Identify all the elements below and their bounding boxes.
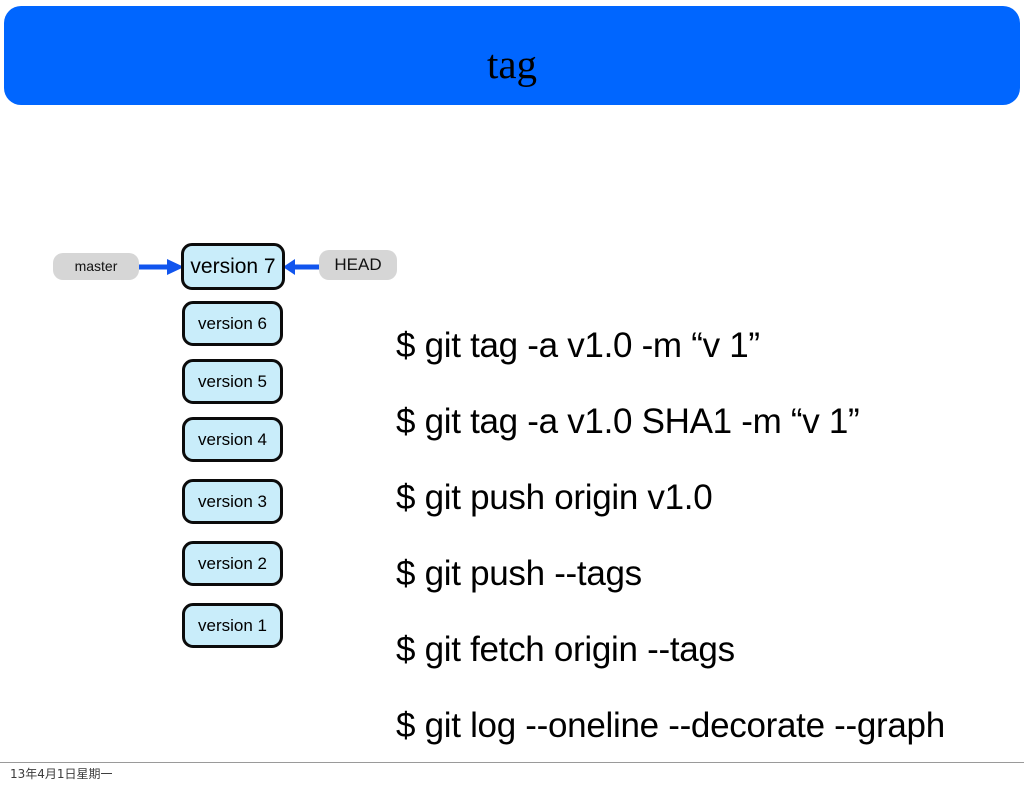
arrow-head-to-version7-icon <box>283 259 323 275</box>
commit-node-version-1[interactable]: version 1 <box>182 603 283 648</box>
command-line-git-tag-annotated-sha: $ git tag -a v1.0 SHA1 -m “v 1” <box>396 402 860 441</box>
command-line-git-fetch-origin-tags: $ git fetch origin --tags <box>396 630 735 669</box>
commit-node-version-4[interactable]: version 4 <box>182 417 283 462</box>
command-line-git-push-tags: $ git push --tags <box>396 554 642 593</box>
commit-node-version-2[interactable]: version 2 <box>182 541 283 586</box>
footer-date: 13年4月1日星期一 <box>10 767 113 781</box>
command-line-git-tag-annotated: $ git tag -a v1.0 -m “v 1” <box>396 326 760 365</box>
slide-header-banner: tag <box>4 6 1020 105</box>
branch-ref-label-master[interactable]: master <box>53 253 139 280</box>
commit-node-version-5[interactable]: version 5 <box>182 359 283 404</box>
git-command-list: $ git tag -a v1.0 -m “v 1” $ git tag -a … <box>396 308 1024 764</box>
footer-divider <box>0 762 1024 763</box>
commit-node-version-3[interactable]: version 3 <box>182 479 283 524</box>
command-line-git-push-origin-tag: $ git push origin v1.0 <box>396 478 713 517</box>
head-ref-label[interactable]: HEAD <box>319 250 397 280</box>
commit-node-version-7[interactable]: version 7 <box>181 243 285 290</box>
command-line-git-log-graph: $ git log --oneline --decorate --graph <box>396 706 945 745</box>
commit-node-version-6[interactable]: version 6 <box>182 301 283 346</box>
page-title: tag <box>486 41 538 87</box>
arrow-master-to-version7-icon <box>137 259 184 275</box>
